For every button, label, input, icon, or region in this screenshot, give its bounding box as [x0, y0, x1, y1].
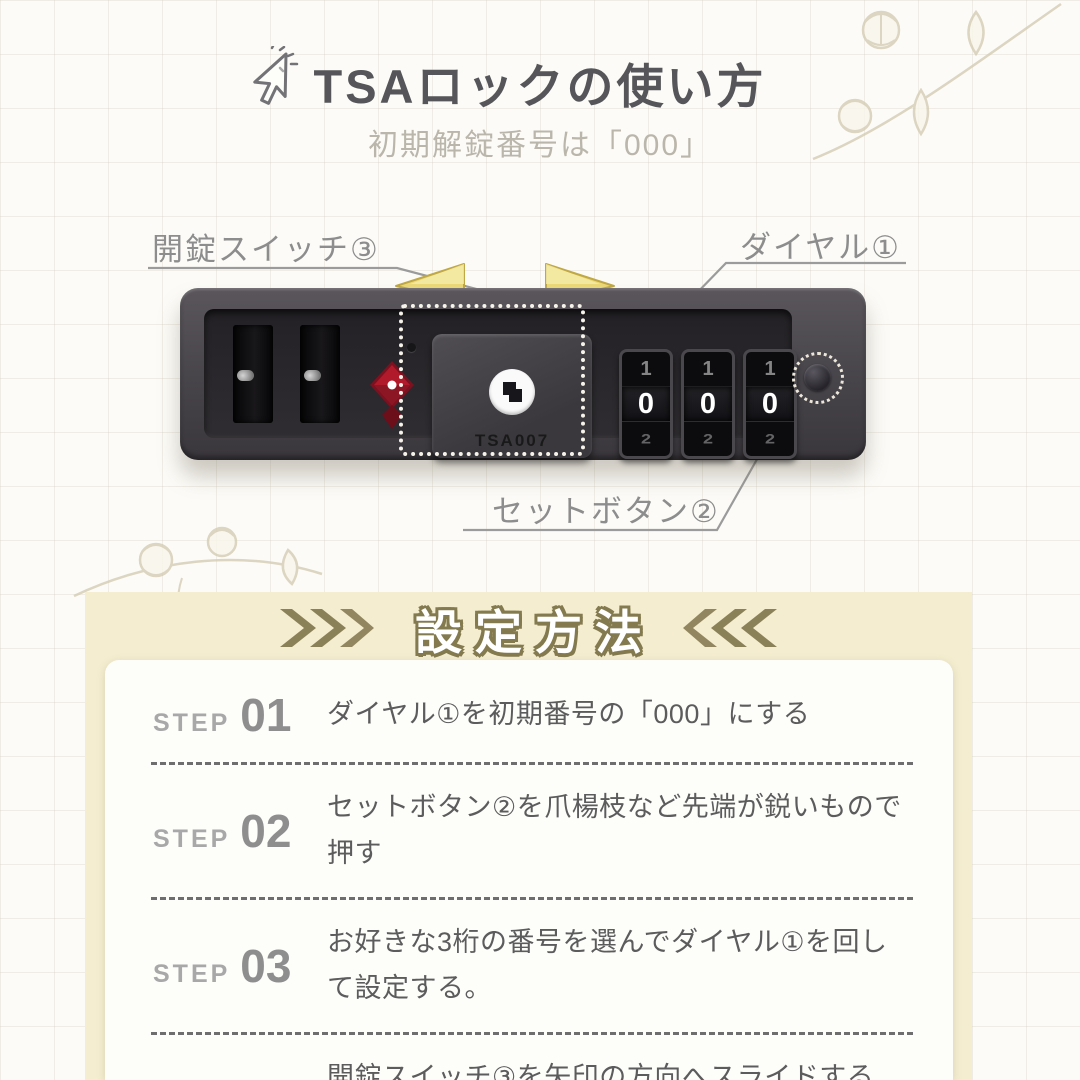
step-text: ダイヤル①を初期番号の「000」にする: [327, 699, 811, 730]
page-subtitle: 初期解錠番号は「000」: [367, 129, 713, 162]
step-word: STEP: [153, 824, 231, 853]
dial-digit: 0: [684, 387, 732, 422]
step-row-2: STEP 02 セットボタン②を爪楊枝など先端が鋭いもので押す: [151, 765, 913, 900]
set-button: [804, 364, 831, 391]
step-number: 01: [240, 689, 292, 741]
buckle-slot-right: [300, 325, 340, 423]
tsa-red-diamond-icon: [370, 361, 414, 429]
dial-digit: 2: [764, 431, 775, 447]
chevrons-right-icon: [280, 609, 374, 647]
page-title: TSAロックの使い方: [313, 60, 767, 113]
label-set-button: セットボタン②: [492, 494, 720, 529]
slot-pin: [237, 370, 254, 381]
setup-heading: 設定方法: [415, 605, 655, 659]
step-row-3: STEP 03 お好きな3桁の番号を選んでダイヤル①を回して設定する。: [151, 900, 913, 1035]
slot-pin: [304, 370, 321, 381]
step-word: STEP: [153, 959, 231, 988]
combination-dial-1: 1 0 2: [619, 349, 673, 459]
set-button-highlight-ring: [792, 352, 844, 404]
step-text: 開錠スイッチ③を矢印の方向へスライドすると、セットボタン②が元の位置に跳ね戻り、…: [327, 1061, 875, 1080]
dial-digit: 2: [640, 431, 651, 447]
combination-dial-2: 1 0 2: [681, 349, 735, 459]
step-row-1: STEP 01 ダイヤル①を初期番号の「000」にする: [151, 668, 913, 765]
dial-digit: 1: [746, 352, 794, 387]
dial-digit: 2: [702, 431, 713, 447]
dial-digit: 1: [684, 352, 732, 387]
step-number: 02: [240, 804, 292, 857]
label-dial: ダイヤル①: [740, 230, 901, 265]
lock-model-text: TSA007: [474, 431, 550, 450]
label-unlock-switch: 開錠スイッチ③: [152, 232, 380, 267]
step-word: STEP: [153, 709, 231, 737]
step-label: STEP 02: [153, 804, 323, 858]
step-text: お好きな3桁の番号を選んでダイヤル①を回して設定する。: [327, 926, 888, 1003]
chevrons-left-icon: [683, 609, 777, 647]
tsa-lock-photo: TSA007 1 0 2 1 0 2 1 0 2: [180, 288, 866, 460]
step-label: STEP 03: [153, 939, 323, 993]
dial-digit: 0: [746, 387, 794, 422]
steps-panel: STEP 01 ダイヤル①を初期番号の「000」にする STEP 02 セットボ…: [105, 660, 953, 1080]
screw-dot: [407, 343, 416, 352]
setup-method-section: 設定方法 STEP 01 ダイヤル①を初期番号の「000」にする STEP: [85, 592, 972, 1080]
lock-recessed-panel: TSA007 1 0 2 1 0 2 1 0 2: [204, 309, 797, 459]
cotton-branch-left-icon: [60, 512, 340, 647]
step-text: セットボタン②を爪楊枝など先端が鋭いもので押す: [327, 792, 902, 868]
step-row-4: STEP 04 開錠スイッチ③を矢印の方向へスライドすると、セットボタン②が元の…: [151, 1035, 913, 1080]
keyhole-icon: [489, 369, 535, 415]
setup-heading-row: 設定方法: [85, 600, 972, 659]
dial-digit: 1: [622, 352, 670, 387]
buckle-slot-left: [233, 325, 273, 423]
combination-dial-3: 1 0 2: [743, 349, 797, 459]
cotton-branch-top-right-icon: [793, 0, 1080, 199]
dial-digit: 0: [622, 387, 670, 422]
click-cursor-icon: [253, 46, 299, 105]
step-number: 03: [240, 939, 292, 992]
keyhole-highlight-outline: [399, 304, 585, 456]
keyhole-pad: TSA007: [432, 334, 592, 458]
step-label: STEP 01: [153, 688, 323, 742]
